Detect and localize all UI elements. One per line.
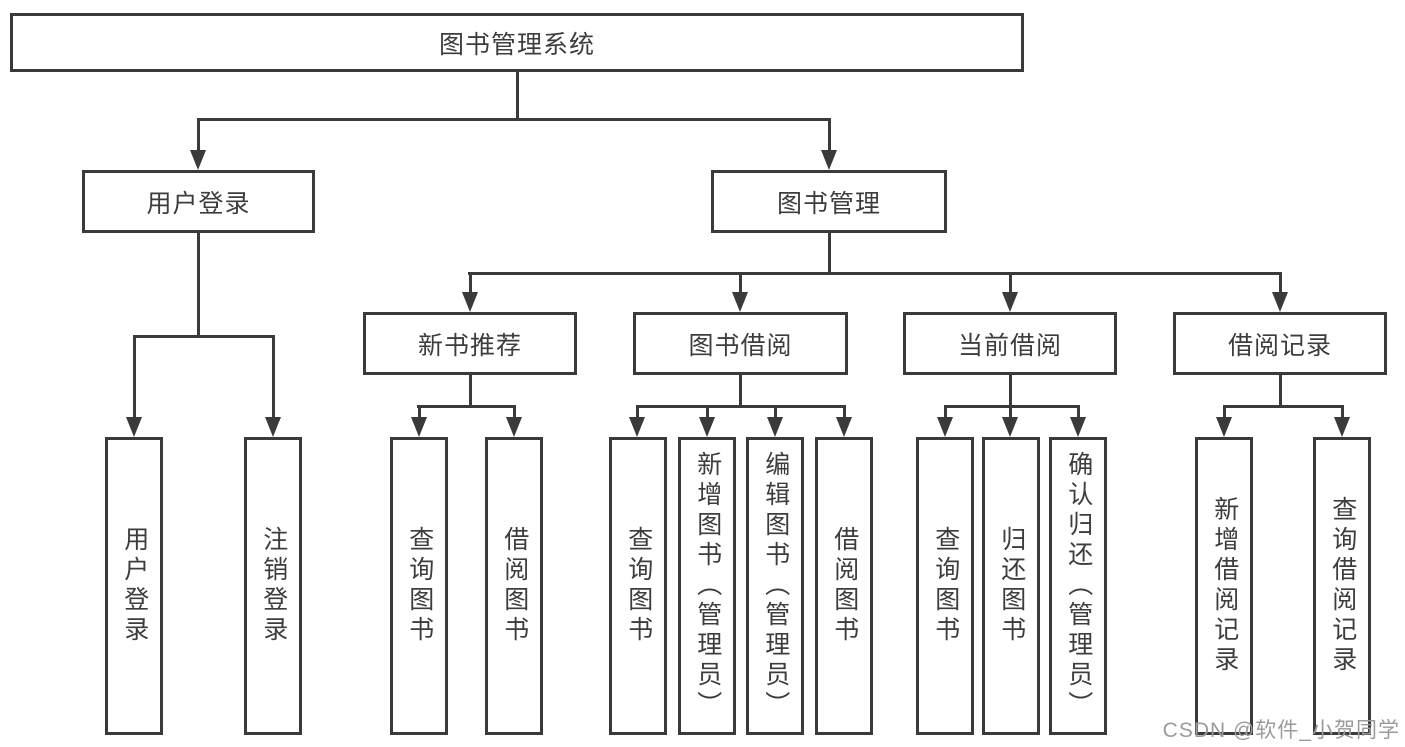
node-book-management: 图书管理 bbox=[711, 170, 947, 233]
connector-line bbox=[1279, 375, 1282, 405]
leaf-query-books-borrowing: 查询图书 bbox=[609, 437, 667, 735]
leaf-label: 查询图书 bbox=[405, 526, 434, 646]
arrow-down-icon bbox=[1334, 417, 1350, 437]
leaf-query-books-recommend: 查询图书 bbox=[390, 437, 448, 735]
arrow-down-icon bbox=[937, 417, 953, 437]
arrow-down-icon bbox=[1216, 417, 1232, 437]
connector-line bbox=[706, 405, 709, 419]
arrow-down-icon bbox=[836, 417, 852, 437]
connector-line bbox=[418, 405, 421, 419]
node-book-borrowing: 图书借阅 bbox=[633, 312, 848, 375]
arrow-down-icon bbox=[411, 417, 427, 437]
connector-line bbox=[197, 118, 200, 154]
node-label: 新书推荐 bbox=[417, 331, 522, 360]
connector-line bbox=[739, 375, 742, 405]
arrow-down-icon bbox=[1002, 417, 1018, 437]
connector-line bbox=[133, 335, 136, 420]
leaf-label: 用户登录 bbox=[120, 526, 149, 646]
connector-line bbox=[944, 405, 947, 419]
leaf-borrow-books-borrowing: 借阅图书 bbox=[815, 437, 873, 735]
connector-line bbox=[774, 405, 777, 419]
leaf-borrow-books-recommend: 借阅图书 bbox=[485, 437, 543, 735]
connector-line bbox=[469, 375, 472, 405]
leaf-label: 新增借阅记录 bbox=[1210, 496, 1239, 676]
leaf-label: 借阅图书 bbox=[500, 526, 529, 646]
leaf-label: 确认归还（管理员） bbox=[1064, 451, 1093, 721]
arrow-down-icon bbox=[1272, 292, 1288, 312]
leaf-label: 查询图书 bbox=[931, 526, 960, 646]
connector-line bbox=[469, 272, 472, 294]
connector-line bbox=[636, 405, 846, 408]
connector-line bbox=[1223, 405, 1226, 419]
connector-line bbox=[1077, 405, 1080, 419]
node-borrowing-records: 借阅记录 bbox=[1173, 312, 1387, 375]
arrow-down-icon bbox=[190, 150, 206, 170]
connector-line bbox=[133, 335, 275, 338]
node-label: 借阅记录 bbox=[1227, 331, 1332, 360]
node-user-login: 用户登录 bbox=[82, 170, 315, 233]
arrow-down-icon bbox=[126, 417, 142, 437]
leaf-logout: 注销登录 bbox=[244, 437, 302, 735]
leaf-return-books: 归还图书 bbox=[982, 437, 1040, 735]
connector-line bbox=[1009, 375, 1012, 405]
node-label: 图书管理 bbox=[776, 189, 881, 218]
leaf-label: 注销登录 bbox=[259, 526, 288, 646]
leaf-query-books-current: 查询图书 bbox=[916, 437, 974, 735]
connector-line bbox=[944, 405, 1080, 408]
connector-line bbox=[417, 405, 516, 408]
node-label: 图书管理系统 bbox=[438, 30, 595, 59]
arrow-down-icon bbox=[821, 150, 837, 170]
connector-line bbox=[843, 405, 846, 419]
leaf-label: 编辑图书（管理员） bbox=[761, 451, 790, 721]
connector-line bbox=[739, 272, 742, 294]
connector-line bbox=[468, 272, 1282, 275]
node-label: 当前借阅 bbox=[957, 331, 1062, 360]
connector-line bbox=[828, 118, 831, 154]
arrow-down-icon bbox=[1002, 292, 1018, 312]
connector-line bbox=[272, 335, 275, 420]
node-current-borrowing: 当前借阅 bbox=[903, 312, 1117, 375]
leaf-add-books-admin: 新增图书（管理员） bbox=[678, 437, 736, 735]
connector-line bbox=[1009, 272, 1012, 294]
connector-line bbox=[1223, 405, 1344, 408]
leaf-user-login: 用户登录 bbox=[105, 437, 163, 735]
connector-line bbox=[516, 72, 519, 118]
node-library-management-system: 图书管理系统 bbox=[10, 13, 1024, 72]
arrow-down-icon bbox=[1070, 417, 1086, 437]
leaf-query-borrow-record: 查询借阅记录 bbox=[1313, 437, 1371, 735]
arrow-down-icon bbox=[506, 417, 522, 437]
leaf-label: 归还图书 bbox=[997, 526, 1026, 646]
connector-line bbox=[197, 118, 831, 121]
leaf-label: 查询图书 bbox=[624, 526, 653, 646]
arrow-down-icon bbox=[265, 417, 281, 437]
connector-line bbox=[1279, 272, 1282, 294]
leaf-confirm-return-admin: 确认归还（管理员） bbox=[1049, 437, 1107, 735]
leaf-label: 查询借阅记录 bbox=[1328, 496, 1357, 676]
leaf-label: 新增图书（管理员） bbox=[693, 451, 722, 721]
connector-line bbox=[636, 405, 639, 419]
leaf-edit-books-admin: 编辑图书（管理员） bbox=[746, 437, 804, 735]
connector-line bbox=[513, 405, 516, 419]
connector-line bbox=[197, 233, 200, 335]
leaf-label: 借阅图书 bbox=[830, 526, 859, 646]
node-new-book-recommendation: 新书推荐 bbox=[363, 312, 577, 375]
csdn-watermark: CSDN @软件_小贺同学 bbox=[1162, 719, 1400, 742]
arrow-down-icon bbox=[629, 417, 645, 437]
leaf-add-borrow-record: 新增借阅记录 bbox=[1195, 437, 1253, 735]
arrow-down-icon bbox=[732, 292, 748, 312]
node-label: 用户登录 bbox=[146, 189, 251, 218]
arrow-down-icon bbox=[767, 417, 783, 437]
connector-line bbox=[1009, 405, 1012, 419]
arrow-down-icon bbox=[699, 417, 715, 437]
connector-line bbox=[1341, 405, 1344, 419]
arrow-down-icon bbox=[462, 292, 478, 312]
connector-line bbox=[828, 233, 831, 272]
node-label: 图书借阅 bbox=[688, 331, 793, 360]
